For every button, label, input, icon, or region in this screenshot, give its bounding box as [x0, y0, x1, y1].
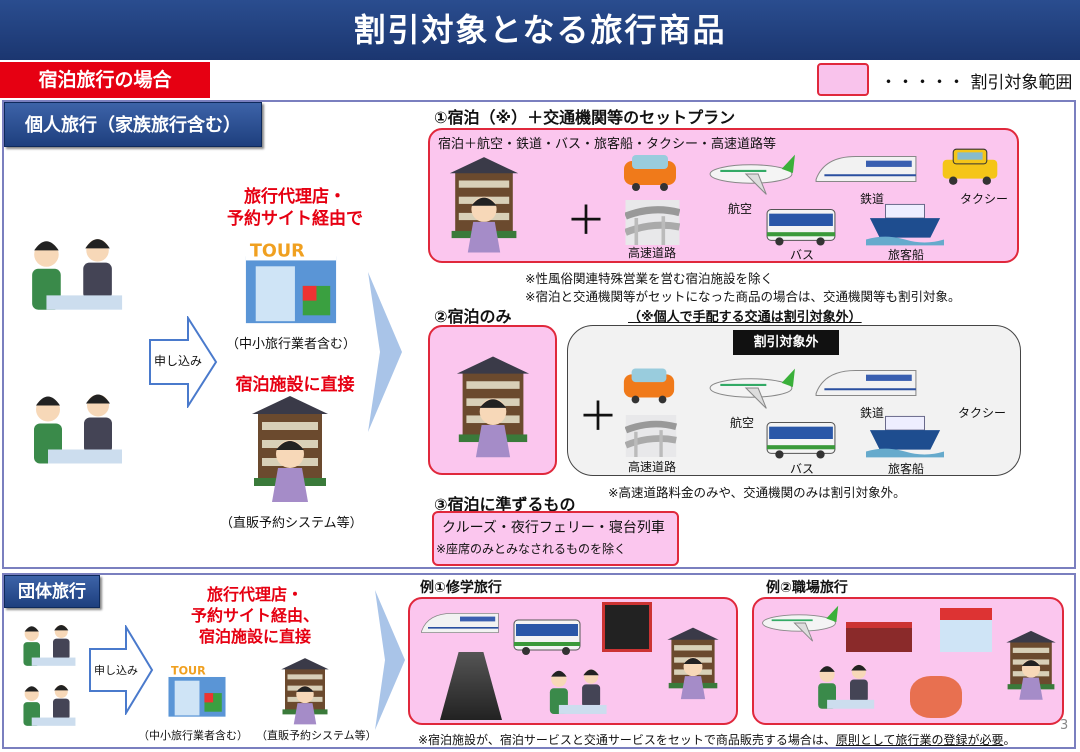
plan2-subtitle: （※個人で手配する交通は割引対象外）	[628, 310, 862, 325]
car-icon	[620, 150, 680, 192]
ryokan-illustration	[666, 612, 720, 712]
ryokan-illustration	[455, 350, 531, 460]
apply-arrow-icon	[89, 625, 154, 715]
plus-icon: ＋	[566, 198, 606, 244]
flow-chevron-icon	[375, 590, 405, 730]
plan3-box	[432, 511, 679, 566]
plan1-title: ①宿泊（※）＋交通機関等のセットプラン	[434, 108, 736, 127]
footnote-end: 。	[1003, 733, 1016, 747]
group-heading: 旅行代理店・予約サイト経由、宿泊施設に直接	[170, 584, 340, 647]
page-title: 割引対象となる旅行商品	[0, 0, 1080, 60]
group-footnote: ※宿泊施設が、宿泊サービスと交通サービスをセットで商品販売する場合は、原則として…	[418, 731, 1016, 748]
plan1-box	[428, 128, 1019, 263]
group-heading-line2: 予約サイト経由、	[190, 606, 319, 625]
family-pc-illustration	[14, 680, 79, 735]
highway-label: 高速道路	[628, 246, 677, 260]
train-icon	[814, 150, 918, 188]
agency-note: （中小旅行業者含む）	[226, 337, 357, 352]
bus-icon	[765, 418, 837, 460]
plan1-note1: ※性風俗関連特殊営業を営む宿泊施設を除く	[525, 271, 773, 286]
plan3-line1: クルーズ・夜行フェリー・寝台列車	[442, 520, 665, 536]
rail-label: 鉄道	[860, 406, 885, 420]
group-travel-tag: 団体旅行	[4, 575, 100, 608]
rail-label: 鉄道	[860, 192, 885, 206]
agency-line1: 旅行代理店・	[244, 187, 346, 207]
ship-label: 旅客船	[888, 462, 925, 476]
case-label: 宿泊旅行の場合	[0, 62, 210, 98]
excluded-label: 割引対象外	[733, 330, 839, 355]
bus-label: バス	[790, 462, 815, 476]
group-travel-section	[2, 573, 1076, 749]
highway-icon	[625, 200, 680, 245]
group-heading-line1: 旅行代理店・	[206, 585, 303, 604]
ship-label: 旅客船	[888, 248, 925, 262]
footnote-emphasis: 原則として旅行業の登録が必要	[835, 733, 1004, 747]
tour-agency-illustration	[166, 660, 228, 720]
ryokan-illustration	[280, 655, 330, 725]
airplane-icon	[758, 600, 840, 646]
taxi-icon	[938, 145, 1002, 187]
bus-icon	[512, 614, 582, 658]
individual-travel-section	[2, 100, 1076, 569]
agency-heading: 旅行代理店・予約サイト経由で	[210, 186, 380, 230]
highway-icon	[625, 415, 677, 457]
bus-passengers-illustration	[808, 660, 878, 718]
bus-label: バス	[790, 248, 815, 262]
ryokan-illustration	[448, 150, 520, 256]
ryokan-illustration	[1005, 612, 1057, 716]
direct-note: （直販予約システム等）	[220, 516, 363, 531]
airplane-icon	[705, 362, 797, 414]
airplane-icon	[705, 148, 797, 200]
consultation-illustration	[14, 620, 79, 675]
train-icon	[814, 364, 918, 402]
direct-note: （直販予約システム等）	[256, 729, 377, 742]
ship-icon	[866, 408, 944, 458]
family-pc-illustration	[18, 385, 128, 480]
car-icon	[620, 362, 678, 406]
footnote-text: ※宿泊施設が、宿泊サービスと交通サービスをセットで商品販売する場合は、	[418, 733, 836, 747]
direct-heading: 宿泊施設に直接	[235, 375, 355, 395]
apply-label: 申し込み	[154, 354, 203, 368]
agency-line2: 予約サイト経由で	[227, 209, 363, 229]
ship-icon	[866, 196, 944, 246]
seafood-icon	[910, 676, 962, 718]
legend-text: ・・・・・ 割引対象範囲	[880, 73, 1073, 93]
restaurant-icon	[940, 608, 992, 652]
apply-label: 申し込み	[94, 664, 138, 677]
plus-icon: ＋	[578, 394, 618, 440]
plan2-title: ②宿泊のみ	[434, 307, 512, 326]
plan1-note2: ※宿泊と交通機関等がセットになった商品の場合は、交通機関等も割引対象。	[525, 289, 961, 304]
taxi-label: タクシー	[958, 406, 1007, 420]
bento-icon	[602, 602, 652, 652]
apply-arrow-icon	[149, 316, 218, 408]
legend-swatch	[817, 63, 869, 96]
hotel-banquet-icon	[846, 622, 912, 652]
air-label: 航空	[730, 416, 755, 430]
group-heading-line3: 宿泊施設に直接	[198, 627, 311, 646]
air-label: 航空	[728, 202, 753, 216]
train-icon	[420, 605, 500, 641]
plan3-title: ③宿泊に準ずるもの	[434, 495, 576, 514]
plan2-note: ※高速道路料金のみや、交通機関のみは割引対象外。	[608, 485, 906, 500]
ryokan-illustration	[250, 392, 330, 502]
taxi-label: タクシー	[960, 192, 1009, 206]
example1-title: 例①修学旅行	[420, 580, 502, 596]
bus-icon	[765, 205, 837, 247]
tour-agency-illustration	[242, 236, 340, 326]
plan3-line2: ※座席のみとみなされるものを除く	[436, 542, 627, 556]
individual-travel-tag: 個人旅行（家族旅行含む）	[4, 102, 262, 147]
example2-title: 例②職場旅行	[766, 580, 848, 596]
agency-note: （中小旅行業者含む）	[138, 729, 248, 742]
highway-label: 高速道路	[628, 460, 677, 474]
page-number: 3	[1060, 718, 1069, 733]
consultation-illustration	[14, 232, 130, 324]
students-illustration	[530, 665, 620, 723]
plan1-caption: 宿泊＋航空・鉄道・バス・旅客船・タクシー・高速道路等	[438, 137, 777, 152]
flow-chevron-icon	[368, 272, 402, 432]
